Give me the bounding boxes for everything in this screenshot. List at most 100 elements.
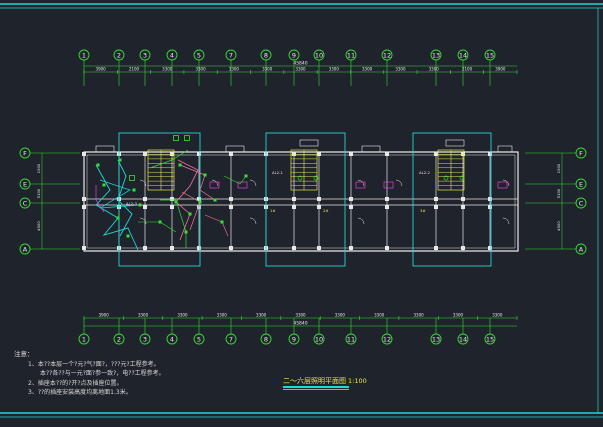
axis-label: 14 [459, 335, 467, 343]
side-dim-value: 4500 [556, 221, 561, 231]
door-swing [395, 179, 403, 187]
axis-label: 14 [459, 51, 467, 59]
fixture-point [138, 203, 142, 207]
building-outline [82, 132, 519, 267]
column [292, 205, 296, 209]
row-axis-label: A [579, 245, 584, 253]
axis-bubble [113, 333, 125, 345]
axis-bubble [193, 333, 205, 345]
axis-label: 9 [292, 51, 296, 59]
axis-label: 13 [432, 51, 440, 59]
column [488, 246, 492, 250]
column [461, 246, 465, 250]
panel-label: AL2-2 [419, 170, 430, 175]
bath-fixture [383, 181, 394, 189]
design-notes: 注意： 1、本??本层一个?元?气?面?，???元?工程参考。 本??各??与一… [14, 350, 165, 398]
wire-run [99, 179, 141, 209]
axis-bubble [225, 49, 237, 61]
column [349, 246, 353, 250]
light-fixture [443, 175, 449, 181]
dim-value: 3300 [413, 313, 424, 318]
stair-unit-frame [118, 132, 201, 267]
door-swing [211, 179, 219, 187]
axis-label: 3 [143, 335, 147, 343]
row-axis-label: E [23, 180, 27, 188]
column [317, 152, 321, 156]
axis-bubble [381, 49, 393, 61]
column [143, 205, 147, 209]
bath-fixture [497, 181, 508, 189]
column [461, 197, 465, 201]
title-underline-thin [283, 389, 349, 390]
dim-value: 3300 [217, 313, 228, 318]
row-axis-bubble [19, 243, 31, 255]
axis-label: 5 [197, 335, 201, 343]
room-tag: 1# [270, 208, 276, 213]
axis-bubble [381, 333, 393, 345]
fixture-point [116, 216, 120, 220]
axis-label: 11 [347, 335, 355, 343]
dim-total: 45840 [293, 321, 307, 327]
door-swing [502, 179, 510, 187]
dim-value: 3300 [329, 67, 340, 72]
dim-value: 3300 [295, 67, 306, 72]
fixture-point [188, 212, 192, 216]
row-axis-bubble [19, 197, 31, 209]
side-dim-value: 1500 [556, 163, 561, 173]
fixture-point [174, 200, 178, 204]
light-fixture [313, 175, 319, 181]
junction-box [184, 135, 190, 141]
fixture-point [203, 173, 207, 177]
dim-value: 3300 [395, 67, 406, 72]
column [82, 246, 86, 250]
column [197, 197, 201, 201]
column [229, 205, 233, 209]
dim-value: 3900 [99, 313, 110, 318]
door-swing [249, 217, 257, 225]
axis-label: 9 [292, 335, 296, 343]
axis-bubble [457, 333, 469, 345]
axis-label: 13 [432, 335, 440, 343]
wire-run [179, 164, 216, 201]
axis-bubble [430, 333, 442, 345]
axis-label: 8 [264, 51, 268, 59]
axis-bubble [78, 49, 90, 61]
dim-value: 3300 [177, 313, 188, 318]
light-fixture [459, 175, 465, 181]
note-line-1: 1、本??本层一个?元?气?面?，???元?工程参考。 [28, 360, 160, 368]
dim-value: 3900 [495, 67, 506, 72]
row-axis-bubble [19, 147, 31, 159]
axis-label: 8 [264, 335, 268, 343]
axis-bubble [313, 49, 325, 61]
light-fixture [297, 175, 303, 181]
dim-value: 3900 [96, 67, 107, 72]
column [82, 152, 86, 156]
row-axis-label: F [23, 149, 27, 157]
inner-wall [86, 154, 516, 249]
fixture-point [220, 220, 224, 224]
door-swing [139, 179, 147, 187]
axis-label: 15 [486, 335, 494, 343]
column [488, 152, 492, 156]
column [292, 246, 296, 250]
axis-bubble [345, 49, 357, 61]
column [349, 152, 353, 156]
dim-value: 3300 [262, 67, 273, 72]
column [461, 152, 465, 156]
balcony [95, 145, 115, 153]
column [197, 205, 201, 209]
outer-wall [83, 151, 519, 252]
stair-unit-frame [412, 132, 492, 267]
wire-run [95, 185, 105, 213]
wire-run [175, 159, 199, 241]
axis-label: 7 [229, 51, 233, 59]
column [229, 246, 233, 250]
dim-value: 3300 [374, 313, 385, 318]
row-axis-bubble [19, 178, 31, 190]
dim-value: 2100 [462, 67, 473, 72]
axis-bubble [166, 333, 178, 345]
column [292, 197, 296, 201]
fixture-point [213, 198, 217, 202]
